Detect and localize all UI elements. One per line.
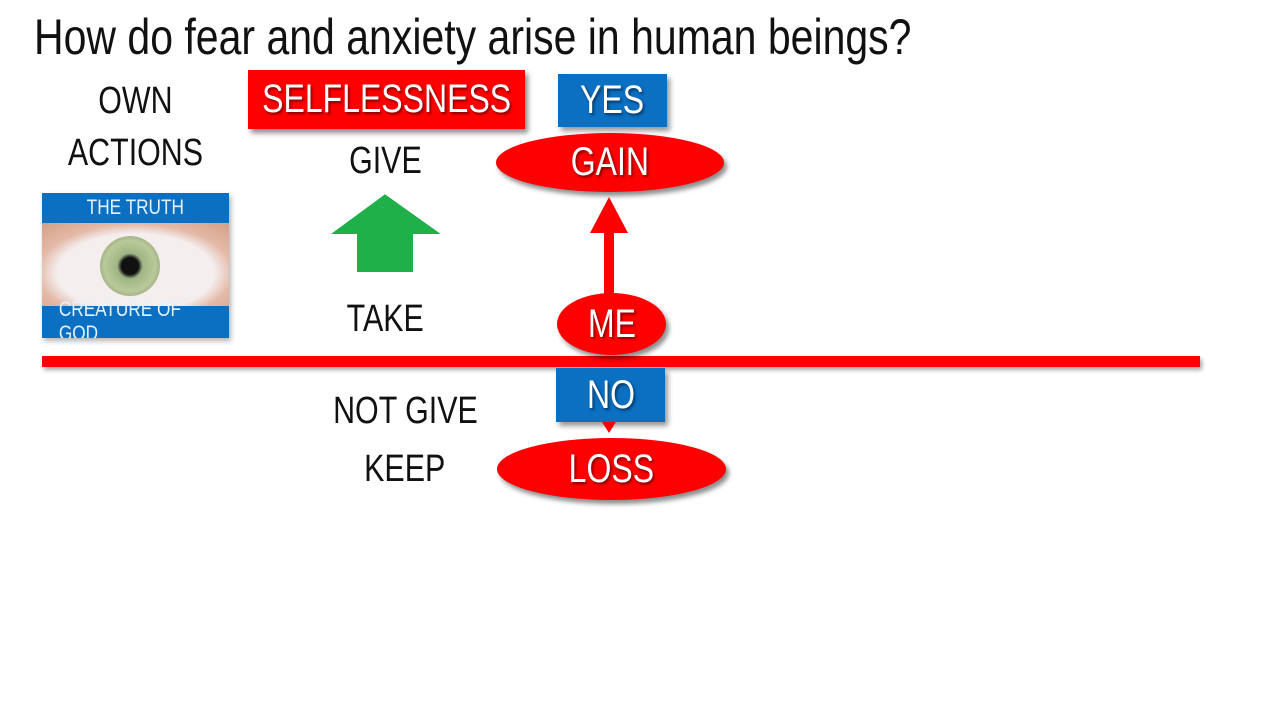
label-actions: ACTIONS xyxy=(67,131,203,174)
eye-iris xyxy=(100,236,160,296)
red-down-arrow-icon xyxy=(602,422,616,433)
label-own: OWN xyxy=(97,79,173,122)
red-up-arrow-icon xyxy=(590,197,628,300)
me-ellipse: ME xyxy=(557,293,666,355)
eye-image-bottom-caption: CREATURE OF GOD xyxy=(42,298,229,338)
loss-ellipse: LOSS xyxy=(497,438,726,500)
eye-image-top-caption: THE TRUTH xyxy=(42,193,229,223)
label-keep: KEEP xyxy=(364,447,446,490)
yes-box: YES xyxy=(558,74,667,127)
label-take: TAKE xyxy=(346,297,424,340)
label-not-give: NOT GIVE xyxy=(332,389,478,432)
eye-image: THE TRUTH CREATURE OF GOD xyxy=(42,193,229,338)
no-box: NO xyxy=(556,368,665,422)
selflessness-box: SELFLESSNESS xyxy=(248,70,525,129)
green-up-arrow-icon xyxy=(326,191,446,274)
slide-title: How do fear and anxiety arise in human b… xyxy=(34,9,912,65)
gain-ellipse: GAIN xyxy=(496,133,724,192)
label-give: GIVE xyxy=(348,139,422,182)
horizontal-divider-line xyxy=(42,356,1200,367)
